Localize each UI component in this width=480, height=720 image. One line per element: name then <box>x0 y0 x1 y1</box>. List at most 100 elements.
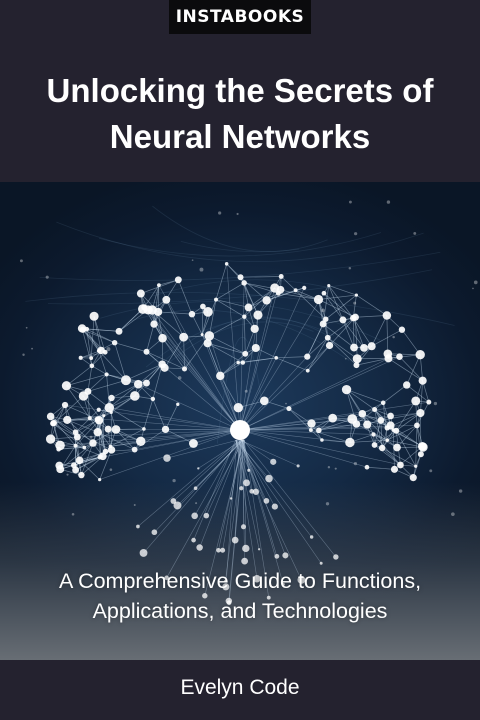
network-link <box>323 317 354 325</box>
network-link <box>241 439 286 556</box>
network-link <box>323 292 354 319</box>
network-link <box>151 309 241 431</box>
network-node <box>353 462 358 466</box>
network-node <box>176 402 180 406</box>
network-link <box>382 402 388 441</box>
network-node <box>109 410 113 415</box>
network-node <box>181 366 188 372</box>
network-node <box>324 334 331 341</box>
network-node <box>386 200 391 204</box>
network-node <box>139 548 148 557</box>
network-link <box>138 383 241 431</box>
background-curve <box>180 241 300 253</box>
background-curve <box>152 205 328 252</box>
network-link <box>374 444 401 466</box>
network-node <box>200 333 204 337</box>
network-link <box>97 419 106 452</box>
network-node <box>257 548 261 551</box>
network-link <box>239 357 277 431</box>
network-node <box>197 467 200 470</box>
network-link <box>173 439 242 502</box>
network-link <box>280 276 296 291</box>
network-node <box>216 371 225 381</box>
network-node <box>189 439 198 448</box>
network-node <box>203 307 213 317</box>
network-link <box>147 309 241 431</box>
network-node <box>252 488 260 495</box>
network-node <box>244 303 253 312</box>
network-link <box>115 428 144 430</box>
network-link <box>86 328 100 351</box>
network-node <box>304 353 311 360</box>
network-link <box>242 439 245 562</box>
network-node <box>229 497 233 500</box>
network-link <box>99 415 105 457</box>
network-node <box>129 391 140 401</box>
network-link <box>110 440 141 447</box>
network-node <box>262 296 271 305</box>
network-link <box>366 466 395 470</box>
network-node <box>274 553 280 559</box>
network-node <box>253 310 263 320</box>
network-link <box>329 316 356 346</box>
network-node <box>396 353 403 361</box>
network-link <box>153 285 160 325</box>
network-link <box>356 402 384 425</box>
network-link <box>381 430 397 449</box>
network-node <box>297 575 306 584</box>
network-link <box>98 420 106 452</box>
network-node <box>237 274 244 281</box>
network-node <box>230 420 250 440</box>
network-node <box>240 524 247 530</box>
network-link <box>346 389 368 425</box>
network-link <box>220 353 246 377</box>
network-link <box>93 316 102 351</box>
network-link <box>66 365 93 387</box>
network-link <box>53 395 84 424</box>
network-link <box>239 439 242 489</box>
network-node <box>327 466 331 469</box>
network-link <box>328 285 344 321</box>
network-link <box>144 307 241 431</box>
network-link <box>114 342 127 381</box>
network-link <box>307 337 328 357</box>
network-link <box>207 343 241 431</box>
network-link <box>239 429 374 435</box>
network-node <box>458 489 463 493</box>
network-node <box>131 446 138 453</box>
network-link <box>97 397 112 420</box>
network-link <box>201 306 204 335</box>
network-node <box>179 332 189 342</box>
network-node <box>363 420 372 429</box>
network-node <box>78 355 83 360</box>
network-link <box>215 299 245 318</box>
network-link <box>387 353 421 356</box>
network-node <box>115 327 123 335</box>
network-node <box>236 212 239 216</box>
network-link <box>177 279 193 315</box>
network-node <box>200 303 206 310</box>
network-link <box>381 427 388 449</box>
network-link <box>243 439 270 598</box>
network-node <box>102 414 106 418</box>
network-node <box>398 326 406 333</box>
network-link <box>352 402 384 420</box>
network-node <box>93 427 102 437</box>
network-node <box>429 469 433 473</box>
network-node <box>242 314 247 319</box>
network-link <box>280 289 319 300</box>
network-link <box>238 439 267 502</box>
network-link <box>318 423 357 431</box>
network-node <box>414 422 420 429</box>
network-link <box>241 439 284 585</box>
network-link <box>239 276 282 431</box>
network-link <box>143 398 154 430</box>
network-link <box>166 439 239 459</box>
network-link <box>386 315 389 354</box>
network-node <box>143 348 150 355</box>
network-node <box>319 320 327 328</box>
network-link <box>306 323 324 357</box>
network-link <box>355 317 358 359</box>
network-node <box>378 444 386 452</box>
network-node <box>274 356 278 360</box>
